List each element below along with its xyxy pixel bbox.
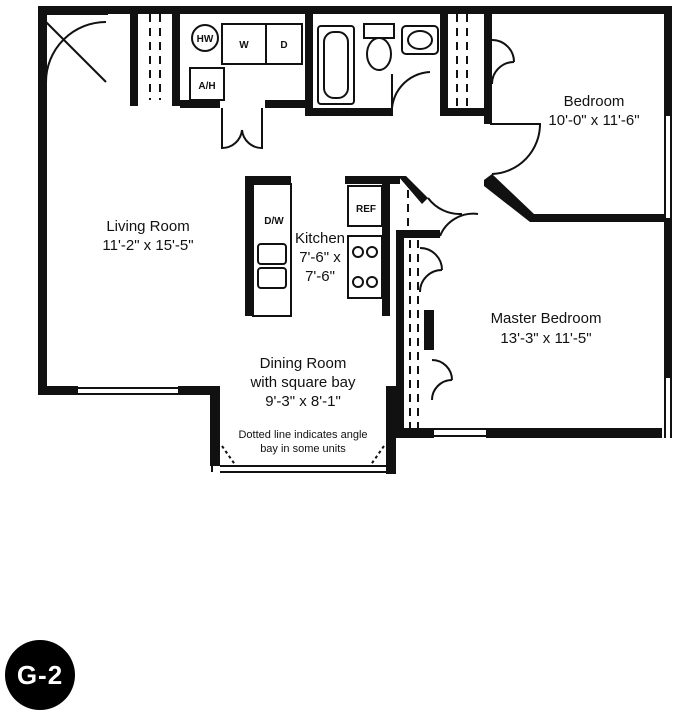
ah-label: A/H [198,81,215,92]
living-room-dims: 11'-2" x 15'-5" [102,237,193,254]
master-bedroom-name: Master Bedroom [491,310,602,327]
unit-badge-label: G-2 [16,659,64,690]
washer-label: W [239,40,249,51]
bay-note-line-1: Dotted line indicates angle [238,429,367,441]
kitchen-dims-2: 7'-6" [305,268,335,285]
dining-room-subtitle: with square bay [249,374,356,391]
kitchen-fixtures: D/W REF [252,183,383,317]
living-room-name: Living Room [106,218,189,235]
bay-angle-lines [221,445,385,467]
bathroom-fixtures [317,23,439,105]
dining-room-dims: 9'-3" x 8'-1" [265,393,341,410]
bedroom-name: Bedroom [564,93,625,110]
dw-label: D/W [264,216,284,227]
hw-label: HW [197,34,214,45]
closet-lines [149,14,468,428]
interior-walls [130,6,664,436]
bedroom-dims: 10'-0" x 11'-6" [548,112,639,129]
unit-badge: G-2 [5,640,75,710]
windows [78,116,672,473]
ref-label: REF [356,204,376,215]
bay-note-line-2: bay in some units [260,443,346,455]
laundry-fixtures: HW W D A/H [189,23,303,101]
door-swings [45,13,542,401]
exterior-walls [38,6,672,474]
kitchen-name: Kitchen [295,230,345,247]
master-bedroom-dims: 13'-3" x 11'-5" [500,330,591,347]
kitchen-dims-1: 7'-6" x [299,249,341,266]
dryer-label: D [280,40,287,51]
dining-room-name: Dining Room [260,355,347,372]
